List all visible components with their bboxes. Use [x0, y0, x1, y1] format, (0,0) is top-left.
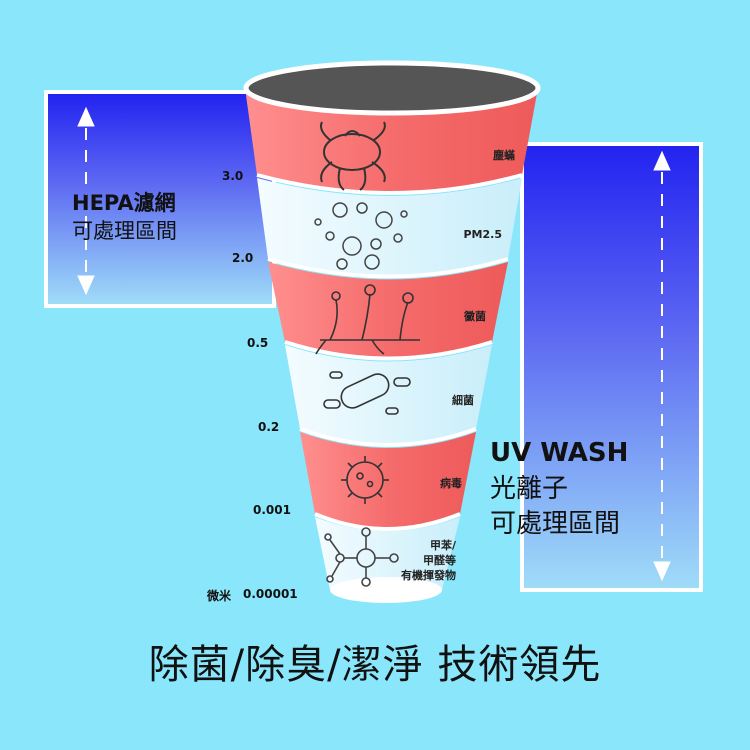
band-label-virus: 病毒 — [440, 477, 462, 490]
footer-slogan: 除菌/除臭/潔淨 技術領先 — [148, 642, 602, 688]
molecule-icon — [324, 527, 399, 587]
scale-tick: 0.2 — [258, 420, 280, 434]
uv-range-box — [520, 142, 703, 592]
virus-icon — [341, 456, 389, 504]
hepa-subtitle: 可處理區間 — [72, 219, 177, 243]
scale-tick: 0.5 — [247, 336, 269, 350]
band-label-voc-line: 有機揮發物 — [401, 569, 456, 582]
band-label-voc-line: 甲醛等 — [423, 554, 456, 567]
funnel-opening — [243, 60, 541, 116]
scale-tick: 2.0 — [232, 251, 254, 265]
band-label-bacteria: 細菌 — [452, 394, 474, 407]
bacteria-icon — [323, 371, 411, 415]
hepa-range-arrow — [77, 106, 95, 296]
uv-range-arrow — [653, 150, 671, 582]
particles-icon — [314, 202, 408, 270]
band-dust-mite — [245, 88, 538, 195]
band-mold — [268, 262, 508, 361]
scale-unit: 微米 — [207, 589, 232, 603]
scale-tick: 0.001 — [253, 503, 291, 517]
band-label-voc-line: 甲苯/ — [429, 539, 456, 552]
uv-title: UV WASH — [490, 438, 629, 468]
mold-icon — [315, 284, 420, 355]
band-voc — [315, 517, 460, 603]
band-label-voc: 甲苯/ 甲醛等 有機揮發物 — [390, 538, 456, 583]
band-pm25 — [257, 178, 522, 279]
band-bacteria — [285, 345, 492, 447]
scale-tick: 3.0 — [222, 169, 244, 183]
band-label-dust-mite: 塵蟎 — [493, 149, 515, 162]
hepa-title: HEPA濾網 — [72, 191, 176, 215]
band-label-mold: 黴菌 — [464, 310, 486, 323]
uv-subtitle-1: 光離子 — [490, 474, 569, 504]
uv-subtitle-2: 可處理區間 — [490, 509, 621, 539]
scale-tick: 0.00001 — [243, 587, 298, 601]
dust-mite-icon — [320, 121, 386, 191]
band-label-pm25: PM2.5 — [463, 228, 503, 241]
